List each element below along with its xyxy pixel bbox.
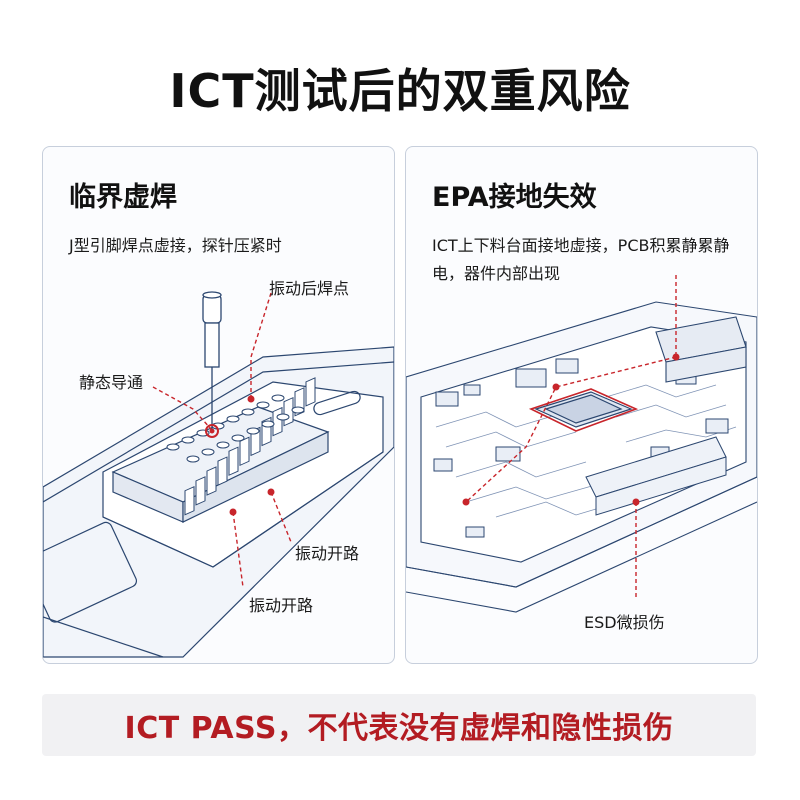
marker-vibration-open-1	[267, 488, 275, 496]
connector-row	[585, 436, 727, 516]
top-connector	[655, 316, 747, 383]
pcb-board-edge	[406, 476, 757, 588]
base-plate-front-edge	[43, 616, 164, 658]
test-probe	[202, 291, 222, 429]
fixture-slot	[313, 390, 361, 416]
marker-esd-damage	[632, 498, 640, 506]
j-lead-pins	[184, 377, 316, 516]
panel-desc-epa-ground: ICT上下料台面接地虚接，PCB积累静累静电，器件内部出现	[432, 236, 730, 283]
pcb-illustration	[406, 275, 757, 613]
callout-vibration-joint: 振动后焊点	[269, 279, 350, 298]
fixture-illustration	[43, 291, 394, 658]
leader-ground-trace	[465, 356, 677, 503]
inner-board	[420, 326, 747, 563]
main-ic-chip	[534, 391, 633, 428]
panel-desc-cold-solder: J型引脚焊点虚接，探针压紧时	[69, 236, 282, 255]
conclusion-banner: ICT PASS，不代表没有虚焊和隐性损伤	[42, 694, 756, 756]
base-plate-edge	[43, 361, 394, 503]
fixture-recess	[43, 521, 138, 623]
panel-epa-ground-failure: EPA接地失效 ICT上下料台面接地虚接，PCB积累静累静电，器件内部出现 ES…	[405, 146, 758, 664]
marker-vibration-joint	[247, 395, 255, 403]
panel-title-cold-solder: 临界虚焊	[69, 182, 177, 213]
connector-side	[182, 431, 329, 523]
leader-vibration-open-1	[270, 491, 292, 543]
callout-esd-damage: ESD微损伤	[584, 613, 665, 632]
probe-contact-point	[205, 424, 219, 438]
panel-critical-cold-solder: 临界虚焊 J型引脚焊点虚接，探针压紧时 振动后焊点 静态导通 振动开路 振动开路	[42, 146, 395, 664]
callout-static-conduction: 静态导通	[79, 373, 144, 392]
leader-vibration-open-2	[232, 511, 244, 588]
callout-vibration-open-1: 振动开路	[295, 544, 360, 563]
panel-title-epa-ground: EPA接地失效	[432, 182, 597, 213]
pcb-board-lower-edge	[406, 501, 757, 613]
ic-highlight-outline	[528, 388, 639, 432]
callout-vibration-open-2: 振动开路	[249, 596, 314, 615]
pcb-board-edge	[102, 451, 384, 568]
solder-pads-back	[166, 394, 305, 463]
marker-trace	[462, 498, 470, 506]
marker-ground-connector	[672, 353, 680, 361]
pcb-traces	[435, 384, 737, 518]
marker-ic-chip	[552, 383, 560, 391]
leader-vibration-joint	[250, 292, 272, 397]
marker-vibration-open-2	[229, 508, 237, 516]
page-title: ICT测试后的双重风险	[169, 64, 631, 118]
leader-static-conduction	[152, 386, 212, 430]
